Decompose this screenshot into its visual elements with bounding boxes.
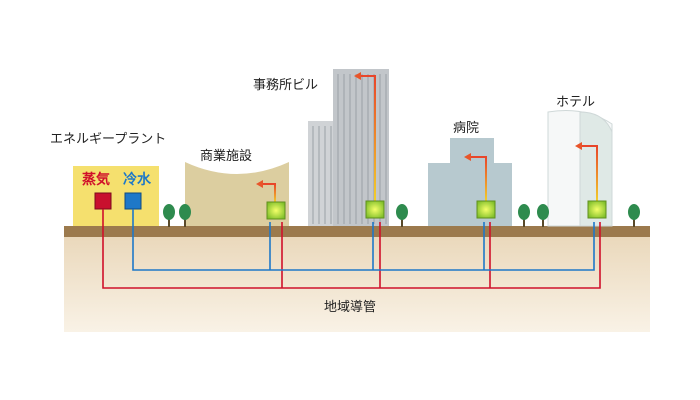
tree-icon-4 xyxy=(518,204,530,227)
heat-arrow-office xyxy=(354,72,376,202)
tree-icon-2 xyxy=(179,204,191,227)
heat-arrow-commercial xyxy=(256,180,276,203)
cold-water-label: 冷水 xyxy=(123,172,151,188)
substation-icon-commercial xyxy=(266,201,286,220)
commercial-facility-building xyxy=(185,162,289,226)
energy-plant-label: エネルギープラント xyxy=(50,132,167,147)
heat-arrow-hospital xyxy=(464,153,487,202)
tree-icon-6 xyxy=(628,204,640,227)
office-building xyxy=(308,69,389,226)
tree-icon-5 xyxy=(537,204,549,227)
commercial-facility-label: 商業施設 xyxy=(200,149,253,164)
cold-water-pipeline xyxy=(132,209,595,271)
steam-pipeline xyxy=(102,209,601,289)
ground-surface xyxy=(64,226,650,237)
pipeline-label: 地域導管 xyxy=(324,300,377,315)
steam-outlet-icon xyxy=(94,192,112,210)
hotel-label: ホテル xyxy=(556,95,596,110)
hospital-building xyxy=(428,138,512,226)
hospital-label: 病院 xyxy=(453,121,480,136)
substation-icon-office xyxy=(365,200,385,219)
office-building-label: 事務所ビル xyxy=(253,78,319,93)
energy-plant-building xyxy=(73,166,159,226)
cold-water-outlet-icon xyxy=(124,192,142,210)
substation-icon-hospital xyxy=(476,200,496,219)
steam-label: 蒸気 xyxy=(82,172,110,188)
underground-soil xyxy=(64,236,650,332)
tree-icon-3 xyxy=(396,204,408,227)
substation-icon-hotel xyxy=(587,200,607,219)
heat-arrow-hotel xyxy=(575,142,598,202)
tree-icon-1 xyxy=(163,204,175,227)
